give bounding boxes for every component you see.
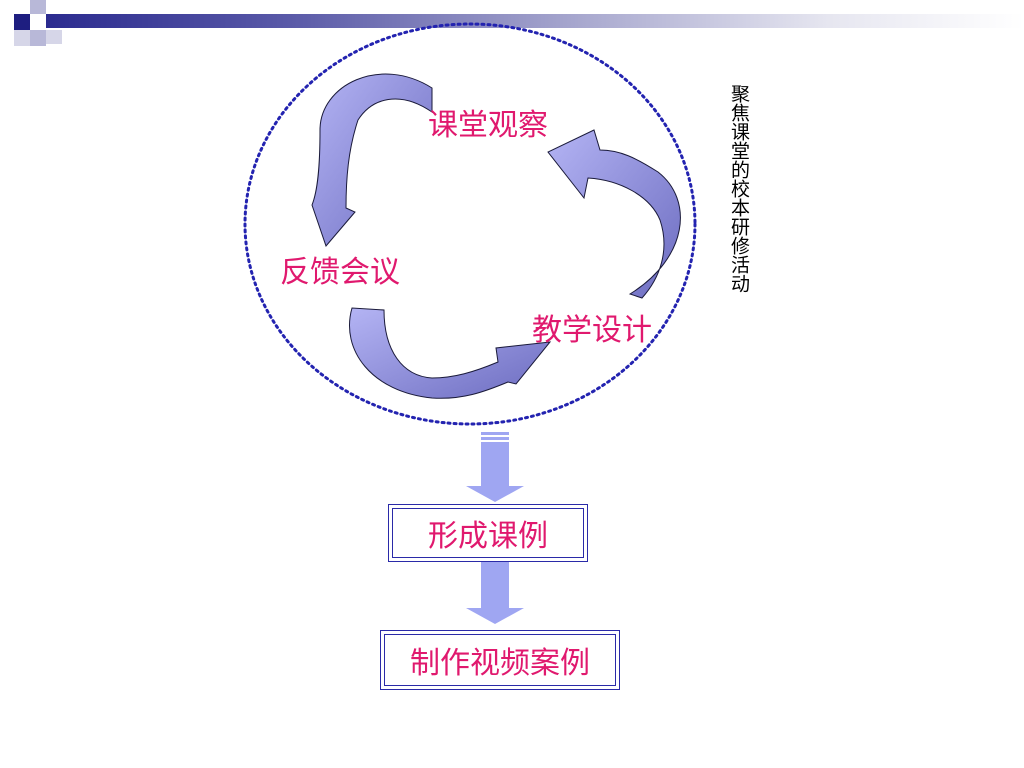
cycle-arrow-top-to-left	[311, 73, 433, 247]
step-box-form-case: 形成课例	[388, 504, 588, 562]
header-gradient-bar	[46, 14, 1024, 28]
label-classroom-observation: 课堂观察	[428, 108, 548, 143]
step-label-form-case: 形成课例	[392, 508, 584, 558]
dotted-ring	[243, 22, 697, 426]
step-box-make-video-case: 制作视频案例	[380, 630, 620, 690]
down-arrow-2	[466, 552, 524, 624]
corner-square-light	[14, 30, 30, 46]
cycle-arrow-right-to-top	[547, 129, 681, 299]
cycle-arrow-left-to-right	[349, 307, 552, 399]
corner-square-light	[30, 0, 46, 14]
down-arrow-1	[466, 432, 524, 502]
step-label-make-video-case: 制作视频案例	[384, 634, 616, 686]
label-teaching-design: 教学设计	[532, 313, 652, 348]
side-vertical-label: 聚焦课堂的校本研修活动	[728, 84, 750, 293]
corner-square-light	[30, 30, 46, 46]
label-feedback-meeting: 反馈会议	[280, 255, 400, 290]
corner-square-dark	[14, 14, 30, 30]
corner-square-light	[46, 30, 62, 44]
